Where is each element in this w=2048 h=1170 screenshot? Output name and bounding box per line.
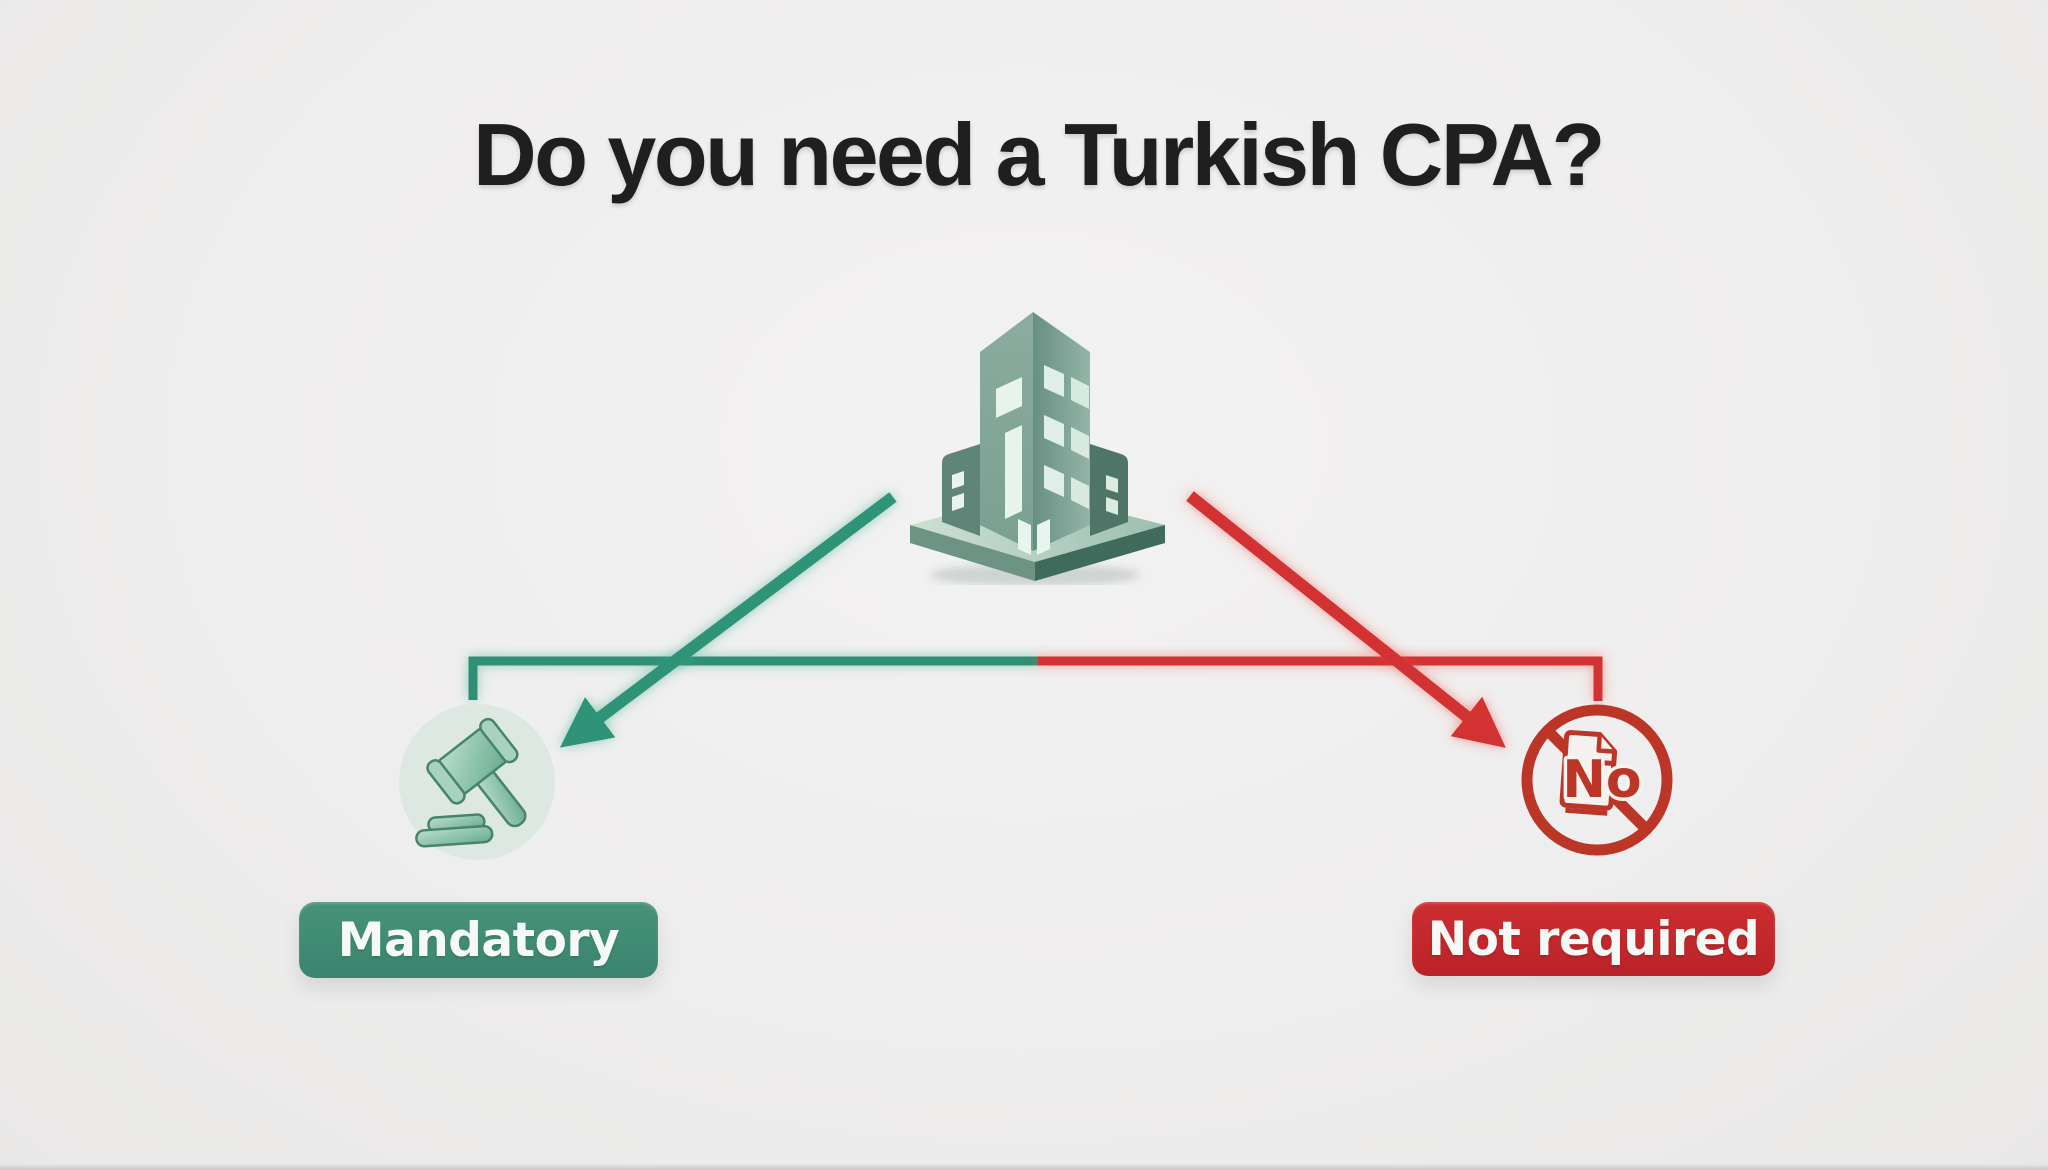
gavel-glyph <box>415 717 527 848</box>
no-label: No <box>1562 750 1641 810</box>
building-tower <box>980 312 1090 555</box>
building-wings <box>942 444 1128 536</box>
left-branch-connector <box>468 656 1038 700</box>
gavel-icon <box>399 704 555 860</box>
prohibition-slash-overlay <box>1613 796 1650 833</box>
mandatory-diagonal-arrow <box>559 492 897 748</box>
mandatory-badge: Mandatory <box>299 902 658 978</box>
office-building-icon <box>910 312 1165 585</box>
mandatory-badge-label: Mandatory <box>337 912 620 968</box>
right-branch-connector <box>1038 656 1603 701</box>
not-required-badge: Not required <box>1412 902 1775 976</box>
prohibition-ring <box>1521 704 1673 856</box>
no-document-icon: No <box>1521 704 1673 856</box>
page-title: Do you need a Turkish CPA? <box>473 105 1605 204</box>
not-required-badge-label: Not required <box>1427 911 1760 967</box>
document-glyph <box>1559 730 1618 816</box>
not-required-diagonal-arrow <box>1186 491 1506 748</box>
